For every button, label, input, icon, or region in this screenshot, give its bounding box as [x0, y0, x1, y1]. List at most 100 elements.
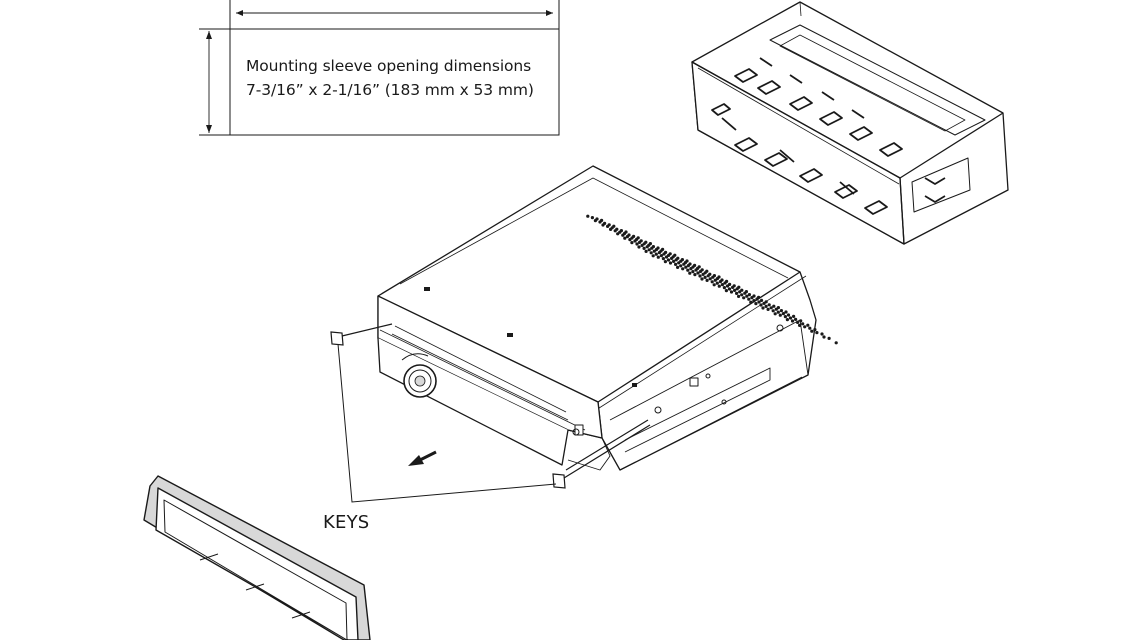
vent-hole — [723, 281, 727, 285]
vent-hole — [750, 296, 754, 300]
vent-hole — [644, 249, 648, 253]
removal-keys — [330, 323, 651, 489]
vent-hole — [752, 299, 756, 303]
vent-hole — [737, 294, 741, 298]
vent-hole — [776, 310, 780, 314]
vent-hole — [773, 312, 777, 316]
vent-hole — [745, 294, 749, 298]
vent-hole — [740, 293, 744, 297]
vent-hole — [796, 320, 800, 324]
vent-hole — [698, 274, 702, 278]
vent-hole — [731, 285, 735, 289]
vent-hole — [801, 322, 805, 326]
vent-hole — [679, 264, 683, 268]
vent-hole — [700, 277, 704, 281]
vent-hole — [725, 284, 730, 288]
vent-hole — [715, 281, 719, 285]
vent-hole — [820, 332, 824, 336]
vent-hole — [668, 261, 673, 265]
vent-hole — [601, 223, 605, 227]
vent-hole — [790, 319, 795, 323]
vent-hole — [708, 277, 712, 281]
vent-hole — [661, 257, 666, 261]
head-unit-chassis — [377, 165, 817, 471]
vent-hole — [799, 319, 803, 323]
vent-hole — [786, 313, 791, 317]
vent-hole — [666, 258, 671, 262]
vent-hole — [656, 255, 660, 259]
vent-hole — [635, 242, 639, 246]
vent-hole — [747, 297, 751, 301]
vent-hole — [691, 270, 695, 274]
vent-hole — [735, 287, 739, 291]
vent-hole — [771, 309, 775, 313]
keys-label: KEYS — [323, 512, 370, 533]
vent-hole — [747, 293, 752, 297]
vent-hole — [761, 306, 765, 310]
vent-hole — [718, 280, 723, 284]
keys-leader-lines — [337, 343, 557, 503]
vent-hole — [676, 265, 680, 269]
vent-hole — [822, 335, 826, 339]
vent-hole — [784, 310, 788, 314]
vent-hole — [743, 291, 747, 295]
vent-hole — [670, 256, 674, 260]
vent-hole — [647, 248, 651, 252]
vent-hole — [706, 274, 710, 278]
vent-hole — [813, 328, 817, 332]
vent-hole — [762, 301, 766, 305]
sleeve-dimension-callout — [199, 0, 560, 136]
vent-hole — [688, 271, 692, 275]
vent-hole — [724, 289, 729, 293]
vent-hole — [738, 290, 742, 294]
vent-hole — [606, 224, 610, 228]
vent-hole — [630, 241, 634, 245]
vent-hole — [720, 283, 725, 287]
vent-hole — [772, 304, 776, 308]
vent-hole — [769, 306, 773, 310]
vent-hole — [590, 216, 595, 220]
vent-hole — [717, 284, 721, 288]
vent-hole — [696, 271, 700, 275]
vent-hole — [749, 300, 753, 304]
vent-hole — [682, 262, 686, 266]
vent-hole — [779, 309, 784, 313]
vent-hole — [803, 325, 807, 329]
vent-holes — [586, 214, 838, 345]
mounting-sleeve — [691, 1, 1009, 245]
vent-hole — [781, 312, 786, 316]
vent-hole — [659, 254, 664, 258]
vent-hole — [755, 297, 759, 301]
vent-hole — [609, 227, 613, 231]
vent-hole — [778, 313, 782, 317]
vent-hole — [664, 255, 669, 259]
vent-hole — [681, 267, 685, 271]
vent-hole — [586, 214, 590, 218]
vent-hole — [686, 264, 691, 268]
vent-hole — [613, 229, 617, 233]
vent-hole — [674, 262, 678, 266]
vent-hole — [638, 240, 642, 244]
vent-hole — [766, 307, 770, 311]
vent-hole — [684, 265, 688, 269]
vent-hole — [760, 298, 764, 302]
vent-hole — [593, 219, 598, 223]
vent-hole — [662, 252, 666, 256]
vent-hole — [792, 314, 796, 318]
vent-hole — [705, 278, 709, 282]
vent-hole — [815, 331, 819, 335]
vent-hole — [710, 280, 714, 284]
vent-hole — [711, 275, 715, 279]
vent-hole — [701, 272, 705, 276]
vent-hole — [757, 300, 761, 304]
vent-hole — [712, 283, 716, 287]
vent-hole — [654, 252, 658, 256]
vent-hole — [677, 261, 681, 265]
vent-hole — [735, 291, 739, 295]
vent-hole — [651, 254, 655, 258]
vent-hole — [616, 232, 620, 236]
vent-hole — [649, 251, 653, 255]
vent-hole — [727, 287, 732, 291]
vent-hole — [785, 318, 790, 322]
vent-hole — [657, 251, 662, 255]
